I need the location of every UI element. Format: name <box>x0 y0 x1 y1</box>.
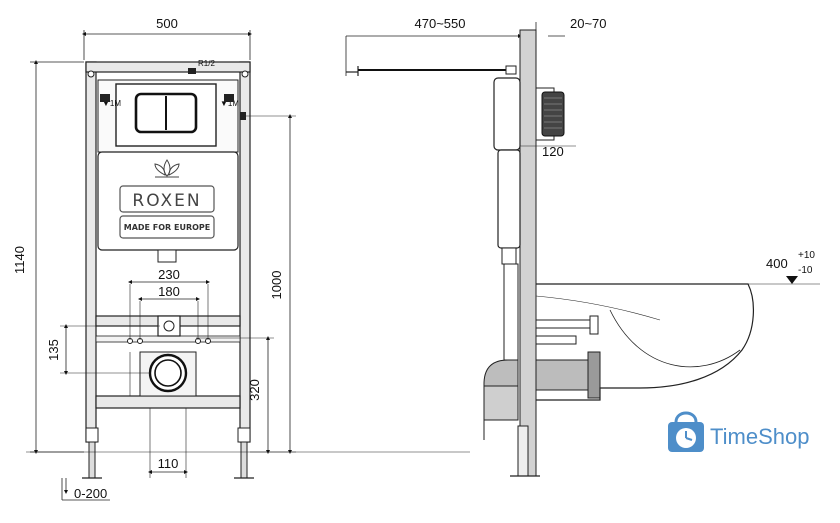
toilet-bowl <box>535 283 820 401</box>
inlet-label: R1/2 <box>198 59 215 68</box>
seat-height-minus: -10 <box>798 265 813 276</box>
dimension-height-1140: 1140 <box>12 60 84 454</box>
seat-height-label: 400 <box>766 256 788 271</box>
watermark: TimeShop <box>668 411 809 452</box>
side-mark-right: ▼1M <box>220 99 239 108</box>
cistern-side <box>493 77 565 265</box>
inner-width-180-label: 180 <box>158 284 180 299</box>
cistern: ▼1M ▼1M ROXEN MADE FOR EUROPE <box>97 79 239 263</box>
mount-height-label: 1000 <box>269 271 284 300</box>
dimension-180: 180 <box>138 284 200 340</box>
bottom-width-label: 110 <box>158 456 179 471</box>
shopping-bag-clock-icon <box>668 411 704 452</box>
height-label: 1140 <box>12 246 27 274</box>
drain-outlet <box>129 351 197 397</box>
dimension-120: 120 <box>520 140 576 159</box>
front-view: 500 1140 <box>12 16 470 501</box>
brand-tagline: MADE FOR EUROPE <box>124 223 211 232</box>
inlet-valve <box>188 68 196 74</box>
dimension-320: 320 <box>196 336 274 454</box>
watermark-text: TimeShop <box>710 424 809 449</box>
drain-height-label: 320 <box>247 379 262 401</box>
side-view: 470~550 20~70 <box>345 16 820 477</box>
dimension-135: 135 <box>46 324 160 375</box>
foot-adjust-label: 0-200 <box>74 486 107 501</box>
connectors-side <box>535 315 601 399</box>
dimension-1000: 1000 <box>240 112 296 454</box>
brand-logo-icon <box>154 159 180 178</box>
dimension-110: 110 <box>148 408 188 478</box>
seat-height-plus: +10 <box>798 250 815 261</box>
drain-pipe-side <box>483 263 519 440</box>
dimension-wall: 20~70 <box>535 16 607 60</box>
dimension-230: 230 <box>128 267 210 340</box>
dimension-depth: 470~550 <box>345 16 522 76</box>
flange-label: 120 <box>542 144 564 159</box>
wall <box>519 29 537 477</box>
side-mark-left: ▼1M <box>102 99 121 108</box>
dimension-0-200: 0-200 <box>26 451 470 501</box>
brand-name: ROXEN <box>132 191 201 211</box>
wall-label: 20~70 <box>570 16 607 31</box>
inner-width-230-label: 230 <box>158 267 180 282</box>
width-label: 500 <box>156 16 178 31</box>
dimension-seat-height: 400 +10 -10 <box>766 250 815 284</box>
dimension-width-500: 500 <box>82 16 252 60</box>
depth-label: 470~550 <box>415 16 466 31</box>
pipe-offset-135-label: 135 <box>46 339 61 361</box>
